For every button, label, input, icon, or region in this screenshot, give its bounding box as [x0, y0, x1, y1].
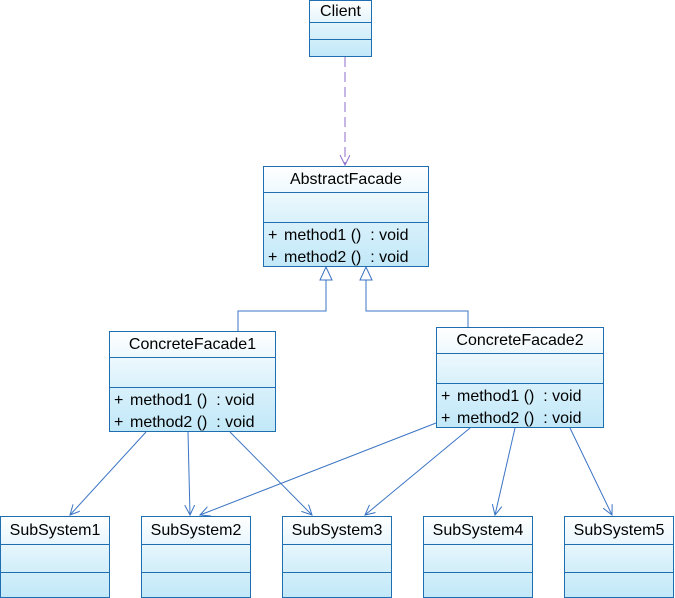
class-name: SubSystem1: [9, 522, 101, 539]
visibility: +: [268, 249, 278, 266]
class-name: SubSystem4: [432, 522, 524, 539]
visibility: +: [268, 227, 278, 244]
class-concrete-facade1[interactable]: ConcreteFacade1 + method1 () : void + meth…: [109, 331, 276, 432]
class-subsystem1[interactable]: SubSystem1: [0, 516, 110, 598]
association-cf1-subsystem2: [188, 431, 190, 515]
visibility: +: [441, 388, 451, 405]
association-cf2-subsystem3: [365, 427, 471, 515]
association-cf2-subsystem4: [495, 427, 516, 515]
generalization-concretefacade1-abstractfacade: [237, 280, 327, 331]
attributes-compartment: [424, 544, 532, 572]
class-name: SubSystem2: [150, 522, 242, 539]
operation: + method1 () : void: [437, 386, 603, 408]
operations-compartment: + method1 () : void + method2 () : void: [110, 387, 275, 434]
class-name: Client: [320, 3, 361, 20]
class-name: ConcreteFacade1: [128, 336, 257, 353]
attributes-compartment: [310, 22, 371, 39]
association-cf2-subsystem2: [200, 422, 437, 515]
operations-compartment: [424, 572, 532, 598]
operation-signature: method1 () : void: [284, 227, 409, 244]
attributes-compartment: [565, 544, 673, 572]
class-subsystem3[interactable]: SubSystem3: [282, 516, 392, 598]
operation-signature: method1 () : void: [457, 388, 582, 405]
class-subsystem5[interactable]: SubSystem5: [564, 516, 674, 598]
operations-compartment: [565, 572, 673, 598]
attributes-compartment: [283, 544, 391, 572]
association-cf2-subsystem5: [569, 427, 612, 515]
visibility: +: [114, 414, 124, 431]
attributes-compartment: [1, 544, 109, 572]
operation: + method1 () : void: [264, 225, 428, 247]
operation: + method2 () : void: [264, 247, 428, 269]
operations-compartment: + method1 () : void + method2 () : void: [264, 222, 428, 269]
operation: + method2 () : void: [437, 408, 603, 430]
class-name: ConcreteFacade2: [456, 332, 584, 349]
class-name: AbstractFacade: [289, 171, 403, 188]
operations-compartment: [142, 572, 250, 598]
visibility: +: [114, 392, 124, 409]
attributes-compartment: [110, 357, 275, 387]
operation: + method2 () : void: [110, 412, 275, 434]
attributes-compartment: [437, 353, 603, 383]
visibility: +: [441, 410, 451, 427]
class-subsystem2[interactable]: SubSystem2: [141, 516, 251, 598]
operation-signature: method2 () : void: [130, 414, 255, 431]
generalization-concretefacade2-abstractfacade: [365, 280, 469, 327]
operation-signature: method2 () : void: [284, 249, 409, 266]
class-name: SubSystem5: [573, 522, 665, 539]
class-abstract-facade[interactable]: AbstractFacade + method1 () : void + metho…: [263, 166, 429, 267]
operation-signature: method1 () : void: [130, 392, 255, 409]
operations-compartment: [1, 572, 109, 598]
operations-compartment: [283, 572, 391, 598]
class-subsystem4[interactable]: SubSystem4: [423, 516, 533, 598]
attributes-compartment: [142, 544, 250, 572]
operation-signature: method2 () : void: [457, 410, 582, 427]
class-concrete-facade2[interactable]: ConcreteFacade2 + method1 () : void + meth…: [436, 327, 604, 428]
operations-compartment: + method1 () : void + method2 () : void: [437, 383, 603, 430]
class-client[interactable]: Client: [309, 0, 372, 57]
attributes-compartment: [264, 192, 428, 222]
class-name: SubSystem3: [291, 522, 383, 539]
operation: + method1 () : void: [110, 390, 275, 412]
association-cf1-subsystem3: [229, 431, 312, 515]
association-cf1-subsystem1: [70, 431, 147, 515]
operations-compartment: [310, 39, 371, 57]
